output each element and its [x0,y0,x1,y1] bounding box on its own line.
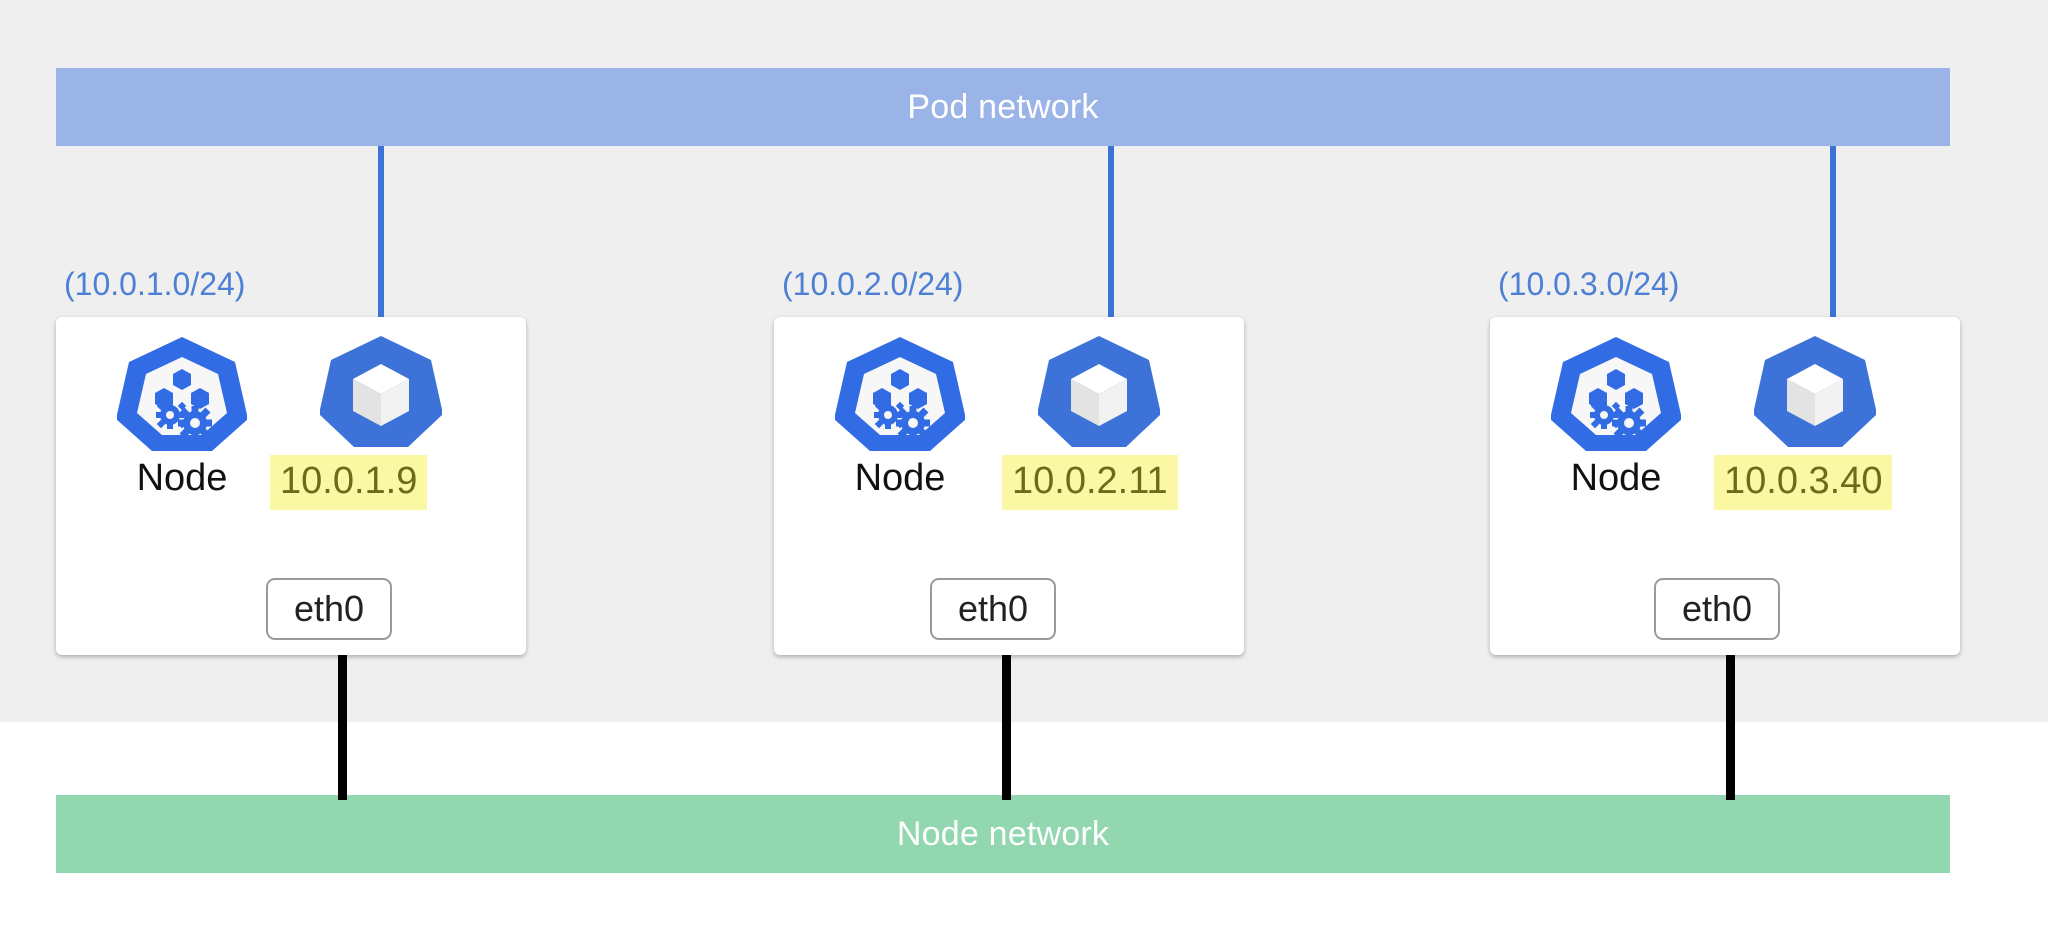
node-icon-wrap-2: Node [832,335,968,499]
node-group-3: (10.0.3.0/24) [1490,0,1960,948]
pod-ip-badge-3: 10.0.3.40 [1714,455,1893,510]
node-icon-wrap-1: Node [114,335,250,499]
pod-cube-icon [1752,334,1878,452]
pod-icon-wrap-2 [1036,334,1162,452]
eth0-chip-2[interactable]: eth0 [930,578,1057,640]
kubernetes-logo-icon [114,335,250,453]
eth0-chip-3[interactable]: eth0 [1654,578,1781,640]
pod-icon-wrap-1 [318,334,444,452]
eth0-cable-1 [338,640,347,800]
eth0-cable-2 [1002,640,1011,800]
node-cidr-label-1: (10.0.1.0/24) [64,266,246,302]
pod-ip-badge-1: 10.0.1.9 [270,455,428,510]
node-icon-label-2: Node [854,457,946,499]
pod-network-band: Pod network [56,68,1950,146]
pod-ip-badge-2: 10.0.2.11 [1002,455,1178,510]
node-network-band: Node network [56,795,1950,873]
node-cidr-label-2: (10.0.2.0/24) [782,266,964,302]
node-group-2: (10.0.2.0/24) [774,0,1244,948]
node-cidr-label-3: (10.0.3.0/24) [1498,266,1680,302]
node-network-label: Node network [896,815,1110,853]
eth0-cable-3 [1726,640,1735,800]
eth0-chip-1[interactable]: eth0 [266,578,393,640]
pod-icon-wrap-3 [1752,334,1878,452]
node-icon-wrap-3: Node [1548,335,1684,499]
pod-network-link-line-1 [378,146,384,338]
pod-cube-icon [1036,334,1162,452]
kubernetes-logo-icon [832,335,968,453]
node-group-1: (10.0.1.0/24) [56,0,526,948]
pod-network-label: Pod network [907,88,1099,126]
node-icon-label-3: Node [1570,457,1662,499]
node-icon-label-1: Node [136,457,228,499]
kubernetes-logo-icon [1548,335,1684,453]
pod-cube-icon [318,334,444,452]
pod-network-link-line-3 [1830,146,1836,338]
pod-network-link-line-2 [1108,146,1114,322]
